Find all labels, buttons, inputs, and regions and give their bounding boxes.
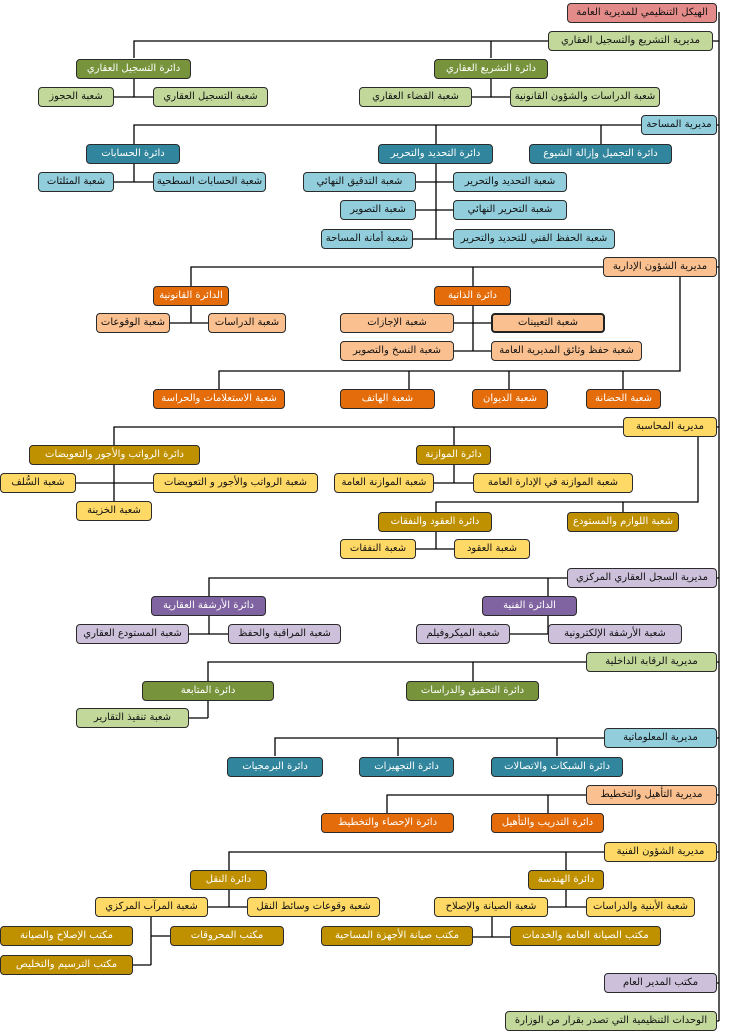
section-e-archive: شعبة الأرشفة الإلكترونية [548,624,682,644]
branch-engineering: دائرة الهندسة [528,870,604,890]
branch-personnel: دائرة الذاتية [434,286,511,306]
section-studies: شعبة الدراسات [208,313,286,333]
ministry-units: الوحدات التنظيمية التي تصدر بقرار من الو… [505,1011,717,1031]
branch-archiving: دائرة الأرشفة العقارية [151,596,266,616]
section-reception-guard: شعبة الاستعلامات والحراسة [153,389,285,409]
branch-budget: دائرة الموازنة [416,445,491,465]
branch-networks: دائرة الشبكات والاتصالات [491,757,623,777]
office-general-maintenance: مكتب الصيانة العامة والخدمات [510,926,661,946]
directorate-administration: مديرية الشؤون الإدارية [603,257,717,277]
directorate-legislation: مديرية التشريع والتسجيل العقاري [548,31,713,51]
directorate-central-registry: مديرية السجل العقاري المركزي [567,568,717,588]
section-incidents: شعبة الوقوعات [96,313,170,333]
section-copying: شعبة النسخ والتصوير [340,341,454,361]
directorate-technical-affairs: مديرية الشؤون الفنية [604,842,717,862]
section-judiciary: شعبة القضاء العقاري [359,87,472,107]
section-expenses: شعبة النفقات [340,539,416,559]
section-central-garage: شعبة المرآب المركزي [95,897,208,917]
section-leaves: شعبة الإجازات [340,313,454,333]
branch-legislation: دائرة التشريع العقاري [434,59,548,79]
branch-contracts: دائرة العقود والنفقات [378,512,492,532]
branch-salaries: دائرة الرواتب والأجور والتعويضات [29,445,200,465]
office-repair: مكتب الإصلاح والصيانة [0,926,133,946]
section-salaries: شعبة الرواتب والأجور و التعويضات [153,473,318,493]
section-general-budget: شعبة الموازنة العامة [334,473,434,493]
section-nursery: شعبة الحضانة [586,389,661,409]
section-imaging: شعبة التصوير [340,200,416,220]
section-advances: شعبة السُّلف [0,473,76,493]
section-contracts: شعبة العقود [454,539,530,559]
section-microfilm: شعبة الميكروفيلم [416,624,510,644]
section-supplies: شعبة اللوازم والمستودع [567,512,679,532]
branch-registration: دائرة التسجيل العقاري [76,59,191,79]
branch-demarcation: دائرة التحديد والتحرير [378,144,493,164]
office-fuel: مكتب المحروقات [170,926,284,946]
branch-transport: دائرة النقل [190,870,267,890]
branch-investigation: دائرة التحقيق والدراسات [406,681,539,701]
section-phone: شعبة الهاتف [340,389,435,409]
section-buildings: شعبة الأبنية والدراسات [586,897,695,917]
branch-software: دائرة البرمجيات [227,757,323,777]
directorate-accounting: مديرية المحاسبة [623,417,717,437]
section-monitoring: شعبة المراقبة والحفظ [228,624,341,644]
section-demarcation: شعبة التحديد والتحرير [453,172,567,192]
office-director-general: مكتب المدير العام [604,973,717,993]
section-triangles: شعبة المثلثات [38,172,114,192]
directorate-it: مديرية المعلوماتية [604,728,717,748]
section-appointments: شعبة التعيينات [491,313,605,333]
office-clearance: مكتب الترسيم والتخليص [0,955,133,975]
section-documents: شعبة حفظ وثائق المديرية العامة [491,341,642,361]
branch-consolidation: دائرة التجميل وإزالة الشيوع [529,144,672,164]
section-diwan: شعبة الديوان [472,389,548,409]
section-final-audit: شعبة التدقيق النهائي [303,172,416,192]
branch-accounts: دائرة الحسابات [86,144,180,164]
section-admin-budget: شعبة الموازنة في الإدارة العامة [473,473,633,493]
branch-training: دائرة التدريب والتأهيل [491,813,604,833]
directorate-internal-control: مديرية الرقابة الداخلية [586,652,717,672]
section-seizures: شعبة الحجوز [38,87,114,107]
section-survey-secretariat: شعبة أمانة المساحة [321,229,413,249]
section-technical-archive: شعبة الحفظ الفني للتحديد والتحرير [453,229,615,249]
branch-legal: الدائرة القانونية [153,286,229,306]
branch-followup: دائرة المتابعة [142,681,274,701]
section-surface-accounts: شعبة الحسابات السطحية [153,172,266,192]
branch-equipment: دائرة التجهيزات [359,757,454,777]
section-reports: شعبة تنفيذ التقارير [76,708,189,728]
section-vehicle-incidents: شعبة وقوعات وسائط النقل [247,897,380,917]
section-studies-legal: شعبة الدراسات والشؤون القانونية [510,87,660,107]
section-final-editing: شعبة التحرير النهائي [453,200,567,220]
root-node: الهيكل التنظيمي للمديرية العامة [567,3,717,23]
branch-technical: الدائرة الفنية [482,596,577,616]
directorate-training-planning: مديرية التأهيل والتخطيط [586,785,717,805]
section-treasury: شعبة الخزينة [76,501,152,521]
office-survey-equipment: مكتب صيانة الأجهزة المساحية [321,926,473,946]
directorate-survey: مديرية المساحة [641,115,717,135]
section-maintenance: شعبة الصيانة والإصلاح [434,897,548,917]
branch-statistics: دائرة الإحصاء والتخطيط [321,813,454,833]
section-registration: شعبة التسجيل العقاري [153,87,268,107]
section-warehouse: شعبة المستودع العقاري [76,624,189,644]
